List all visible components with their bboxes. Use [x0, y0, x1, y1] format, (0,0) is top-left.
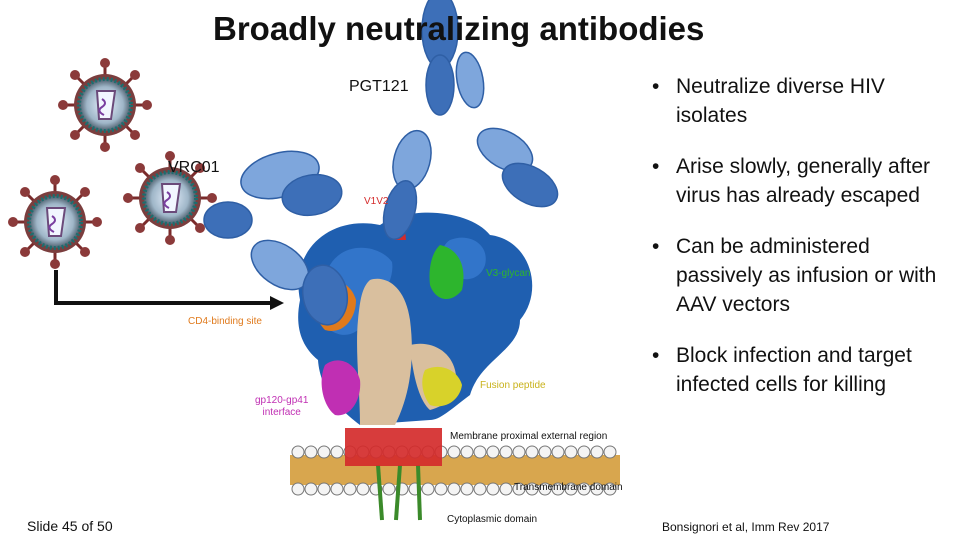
slide-title: Broadly neutralizing antibodies — [213, 10, 705, 47]
bullet-item: •Arise slowly, generally after virus has… — [652, 155, 931, 207]
citation: Bonsignori et al, Imm Rev 2017 — [662, 520, 830, 534]
antibody-vrc01 — [203, 150, 349, 326]
pgt121-label: PGT121 — [349, 78, 409, 95]
cytoplasmic-label: Cytoplasmic domain — [447, 514, 538, 525]
gp120-gp41-interface-label: gp120-gp41 interface — [255, 395, 309, 418]
slide-number: Slide 45 of 50 — [27, 518, 113, 534]
antibody-pgt121 — [382, 0, 559, 240]
hiv-virion-icon — [58, 58, 152, 152]
fusion-peptide-label: Fusion peptide — [480, 380, 546, 391]
bullet-list: •Neutralize diverse HIV isolates •Arise … — [652, 72, 952, 421]
cd4-binding-site-label: CD4-binding site — [188, 316, 262, 327]
v3-glycan-label: V3-glycan — [486, 268, 531, 279]
hiv-virion-icon — [8, 175, 102, 269]
transmembrane-label: Transmembrane domain — [514, 482, 623, 493]
arrow-icon — [54, 270, 284, 310]
hiv-virion-icon — [123, 151, 217, 245]
bullet-item: •Block infection and target infected cel… — [652, 344, 912, 396]
bullet-item: •Can be administered passively as infusi… — [652, 235, 937, 316]
vrc01-label: VRC01 — [168, 159, 220, 176]
bullet-item: •Neutralize diverse HIV isolates — [652, 75, 885, 127]
mper-label: Membrane proximal external region — [450, 431, 608, 442]
v1v2-label: V1V2 — [364, 196, 389, 207]
env-trimer — [298, 212, 533, 466]
